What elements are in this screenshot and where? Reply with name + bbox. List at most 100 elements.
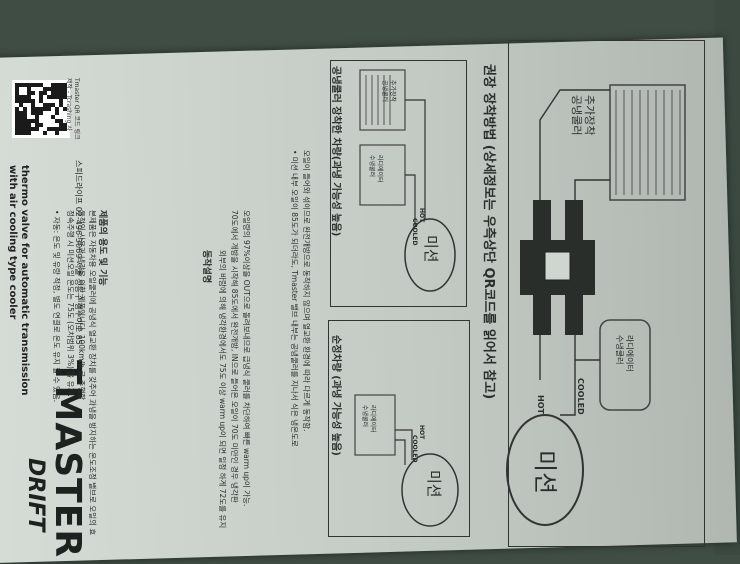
qr-module — [19, 127, 23, 131]
qr-module — [15, 127, 19, 131]
qr-module — [55, 119, 59, 123]
qr-module — [43, 127, 47, 131]
qr-module — [39, 107, 43, 111]
qr-module — [23, 119, 27, 123]
cooler-mission-label: 미션 — [422, 235, 440, 263]
qr-module — [59, 107, 63, 111]
qr-module — [31, 83, 35, 87]
qr-module — [19, 103, 23, 107]
qr-module — [51, 87, 55, 91]
qr-module — [43, 99, 47, 103]
qr-module — [31, 111, 35, 115]
qr-module — [43, 95, 47, 99]
qr-module — [23, 95, 27, 99]
qr-module — [43, 123, 47, 127]
qr-module — [59, 111, 63, 115]
qr-module — [59, 115, 63, 119]
qr-module — [23, 123, 27, 127]
qr-module — [19, 131, 23, 135]
qr-module — [63, 87, 67, 91]
qr-module — [43, 107, 47, 111]
qr-module — [35, 111, 39, 115]
qr-module — [23, 131, 27, 135]
qr-module — [31, 131, 35, 135]
qr-module — [63, 91, 67, 95]
qr-module — [31, 95, 35, 99]
qr-module — [55, 123, 59, 127]
qr-module — [31, 127, 35, 131]
recommended-mission-label: 미션 — [531, 450, 559, 495]
qr-module — [15, 91, 19, 95]
recommended-hot-label: HOT — [536, 395, 545, 414]
qr-module — [59, 103, 63, 107]
qr-module — [15, 87, 19, 91]
recommended-water-cooler-label: 수냉쿨러 — [615, 335, 624, 365]
qr-module — [47, 127, 51, 131]
qr-module — [59, 127, 63, 131]
qr-module — [43, 91, 47, 95]
qr-module — [39, 91, 43, 95]
qr-module — [19, 123, 23, 127]
qr-module — [23, 115, 27, 119]
qr-module — [51, 83, 55, 87]
qr-module — [27, 119, 31, 123]
qr-module — [59, 99, 63, 103]
qr-module — [27, 95, 31, 99]
qr-module — [39, 103, 43, 107]
stock-mission-label: 미션 — [425, 470, 443, 498]
qr-module — [47, 119, 51, 123]
qr-module — [15, 111, 19, 115]
qr-module — [59, 83, 63, 87]
qr-module — [35, 99, 39, 103]
qr-module — [47, 83, 51, 87]
qr-module — [35, 83, 39, 87]
qr-module — [31, 123, 35, 127]
qr-module — [27, 107, 31, 111]
qr-module — [19, 83, 23, 87]
qr-module — [51, 99, 55, 103]
qr-module — [27, 91, 31, 95]
qr-module — [15, 123, 19, 127]
qr-module — [27, 103, 31, 107]
qr-module — [63, 99, 67, 103]
qr-module — [63, 131, 67, 135]
qr-module — [39, 99, 43, 103]
qr-module — [55, 107, 59, 111]
qr-module — [55, 131, 59, 135]
qr-module — [43, 111, 47, 115]
qr-module — [63, 95, 67, 99]
cooler-radiator-label: 라디에이터 — [376, 155, 383, 183]
qr-module — [47, 95, 51, 99]
recommended-cooled-label: COOLED — [576, 378, 585, 415]
qr-module — [19, 115, 23, 119]
qr-module — [55, 115, 59, 119]
qr-module — [51, 91, 55, 95]
qr-module — [19, 87, 23, 91]
qr-module — [55, 111, 59, 115]
qr-module — [47, 99, 51, 103]
qr-module — [59, 91, 63, 95]
qr-module — [51, 131, 55, 135]
qr-module — [23, 83, 27, 87]
air-cooler-vehicle-diagram — [330, 60, 467, 307]
qr-module — [43, 83, 47, 87]
qr-module — [23, 99, 27, 103]
qr-module — [27, 87, 31, 91]
qr-module — [51, 127, 55, 131]
qr-module — [23, 127, 27, 131]
qr-module — [63, 127, 67, 131]
qr-module — [59, 123, 63, 127]
qr-code — [12, 80, 70, 138]
cooler-cooled-label: COOLED — [411, 218, 418, 246]
qr-module — [39, 83, 43, 87]
qr-module — [55, 99, 59, 103]
qr-module — [47, 107, 51, 111]
qr-module — [51, 115, 55, 119]
qr-module — [15, 99, 19, 103]
qr-module — [35, 91, 39, 95]
qr-module — [43, 131, 47, 135]
qr-module — [51, 119, 55, 123]
qr-module — [51, 111, 55, 115]
